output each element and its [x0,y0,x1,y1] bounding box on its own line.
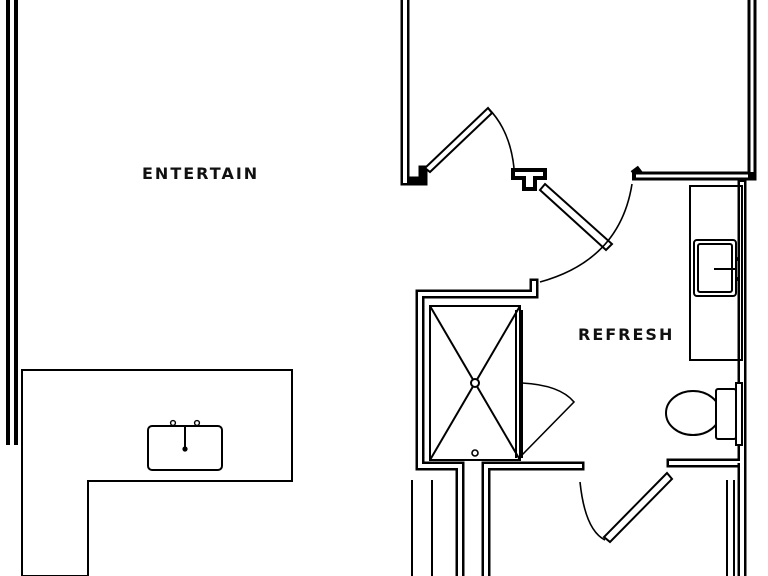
wall-bathroom [415,179,747,576]
wall-column [511,168,547,191]
room-label-entertain: ENTERTAIN [142,164,260,183]
wall-lower [411,480,735,576]
shower-icon [429,305,576,461]
vanity-counter [689,185,743,361]
vanity-sink-icon [693,239,740,297]
kitchen-island [21,369,293,576]
exterior-wall-left [6,0,18,445]
door-swing-icon [423,106,515,174]
wall-upper-closet [400,0,757,186]
toilet-icon [665,382,743,446]
room-label-refresh: REFRESH [578,325,675,344]
kitchen-sink-icon [147,419,223,471]
door-swing-icon [579,471,674,544]
door-swing-icon [538,182,633,283]
